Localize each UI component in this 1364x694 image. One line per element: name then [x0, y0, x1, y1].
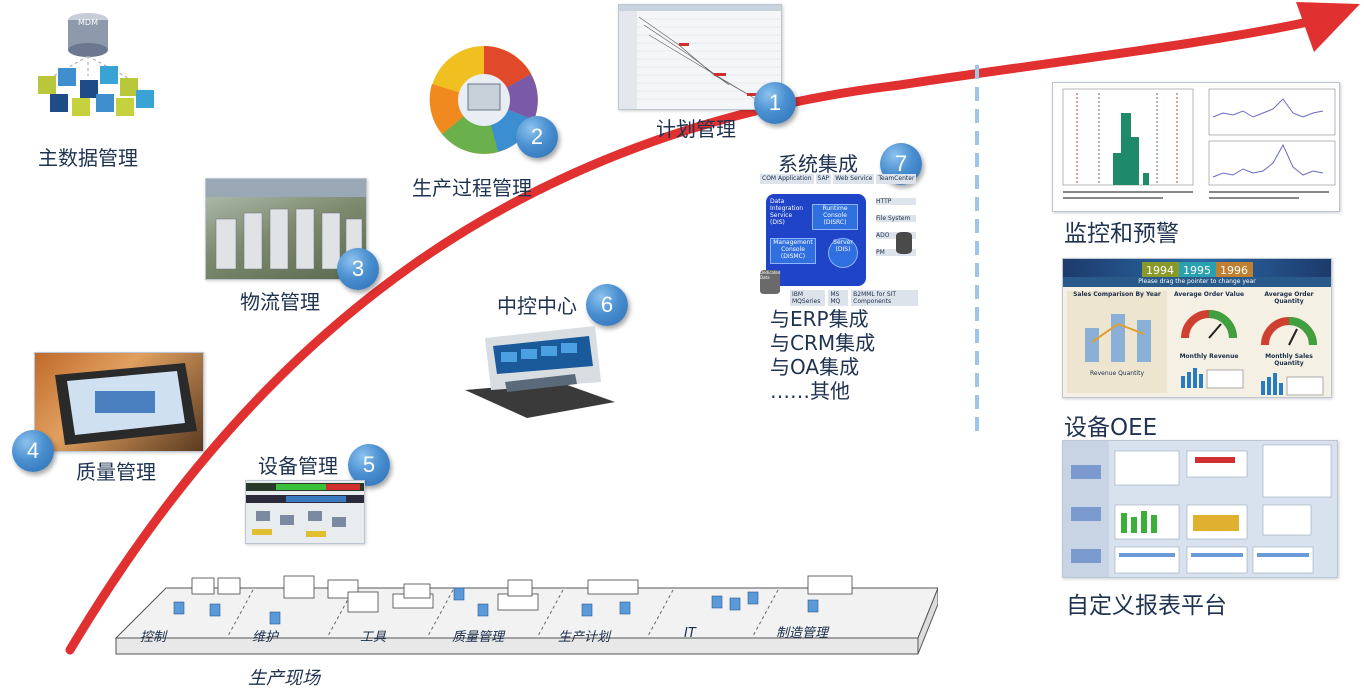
integration-list: 与ERP集成 与CRM集成 与OA集成 ……其他 [770, 307, 875, 403]
quality-label: 质量管理 [76, 460, 156, 484]
mdm-illustration: MDM [28, 6, 160, 126]
integration-other: ……其他 [770, 379, 850, 403]
dis-core: Data Integration Service (DIS) Runtime C… [766, 194, 866, 286]
process-label: 生产过程管理 [412, 176, 532, 200]
section-control: 控制 [140, 630, 167, 645]
top-system-2: SAP [815, 174, 832, 184]
section-planning: 生产计划 [558, 630, 611, 645]
database-icon [896, 232, 912, 254]
right-file-system: File System [876, 215, 916, 222]
year-1994[interactable]: 1994 [1141, 262, 1179, 280]
logistics-label: 物流管理 [240, 290, 320, 314]
section-it: IT [684, 626, 696, 641]
monitor-charts [1052, 82, 1340, 212]
dis-label: Data Integration Service (DIS) [770, 198, 804, 226]
legend-revenue: Revenue [1090, 370, 1117, 377]
badge-6: 6 [586, 284, 628, 326]
integration-oa: 与OA集成 [770, 355, 860, 379]
control-center-label: 中控中心 [497, 294, 577, 318]
report-platform-screenshot [1062, 440, 1338, 578]
logistics-image [205, 178, 367, 280]
control-center-image [465, 318, 615, 418]
section-quality: 质量管理 [452, 630, 505, 645]
integration-erp: 与ERP集成 [770, 307, 869, 331]
bottom-system-3: B2MML for SIT Components [851, 290, 918, 306]
sales-panel: Sales Comparison By Year Revenue Quantit… [1067, 291, 1167, 393]
monitor-label: 监控和预警 [1064, 221, 1179, 247]
sales-panel-title: Sales Comparison By Year [1073, 291, 1161, 298]
equipment-label: 设备管理 [258, 454, 338, 478]
mdm-text: MDM [78, 18, 98, 27]
avg-order-quantity-title: Average Order Quantity [1264, 291, 1314, 305]
legend-quantity: Quantity [1118, 370, 1144, 377]
shopfloor-platform [108, 568, 939, 660]
oee-label: 设备OEE [1064, 415, 1158, 441]
bottom-system-1: IBM MQSeries [790, 290, 826, 306]
planning-label: 计划管理 [656, 117, 736, 141]
year-1995[interactable]: 1995 [1178, 262, 1216, 280]
right-http: HTTP [876, 198, 916, 205]
right-pm: PM [876, 249, 916, 256]
monthly-sales-title: Monthly Sales Quantity [1265, 353, 1313, 367]
badge-3: 3 [337, 248, 379, 290]
dis-server: Server (DIS) [828, 238, 858, 268]
dashed-divider [975, 65, 979, 435]
process-wheel-illustration [428, 44, 540, 156]
badge-4: 4 [12, 430, 54, 472]
year-1996[interactable]: 1996 [1215, 262, 1253, 280]
avg-order-value-panel: Average Order Value [1171, 291, 1247, 349]
planning-screenshot [618, 4, 782, 110]
section-manufacturing: 制造管理 [776, 626, 829, 641]
monthly-sales-panel: Monthly Sales Quantity [1251, 353, 1327, 396]
master-data-label: 主数据管理 [38, 146, 138, 170]
top-system-3: Web Service [833, 174, 875, 184]
monthly-revenue-panel: Monthly Revenue [1171, 353, 1247, 393]
dedicated-data-icon: Dedicated Data [760, 270, 780, 294]
integration-diagram: COM Application SAP Web Service TeamCent… [760, 174, 918, 306]
section-tools: 工具 [360, 630, 387, 645]
integration-crm: 与CRM集成 [770, 331, 876, 355]
management-console: Management Console (DISMC) [770, 238, 816, 264]
runtime-console: Runtime Console (DISRC) [812, 204, 858, 230]
report-label: 自定义报表平台 [1066, 593, 1227, 619]
badge-2: 2 [516, 116, 558, 158]
bottom-system-2: MS MQ [828, 290, 849, 306]
top-system-1: COM Application [760, 174, 814, 184]
monthly-revenue-title: Monthly Revenue [1179, 353, 1239, 360]
section-maintenance: 维护 [252, 630, 279, 645]
avg-order-value-title: Average Order Value [1173, 291, 1245, 298]
badge-1: 1 [754, 82, 796, 124]
top-system-4: TeamCenter [876, 174, 917, 184]
equipment-screenshot [245, 480, 365, 544]
quality-tablet-image [34, 352, 204, 452]
shopfloor-title: 生产现场 [248, 668, 320, 689]
avg-order-quantity-panel: Average Order Quantity [1251, 291, 1327, 349]
integration-label: 系统集成 [778, 152, 858, 176]
badge-5: 5 [348, 444, 390, 486]
oee-hint: Please drag the pointer to change year [1063, 277, 1331, 287]
